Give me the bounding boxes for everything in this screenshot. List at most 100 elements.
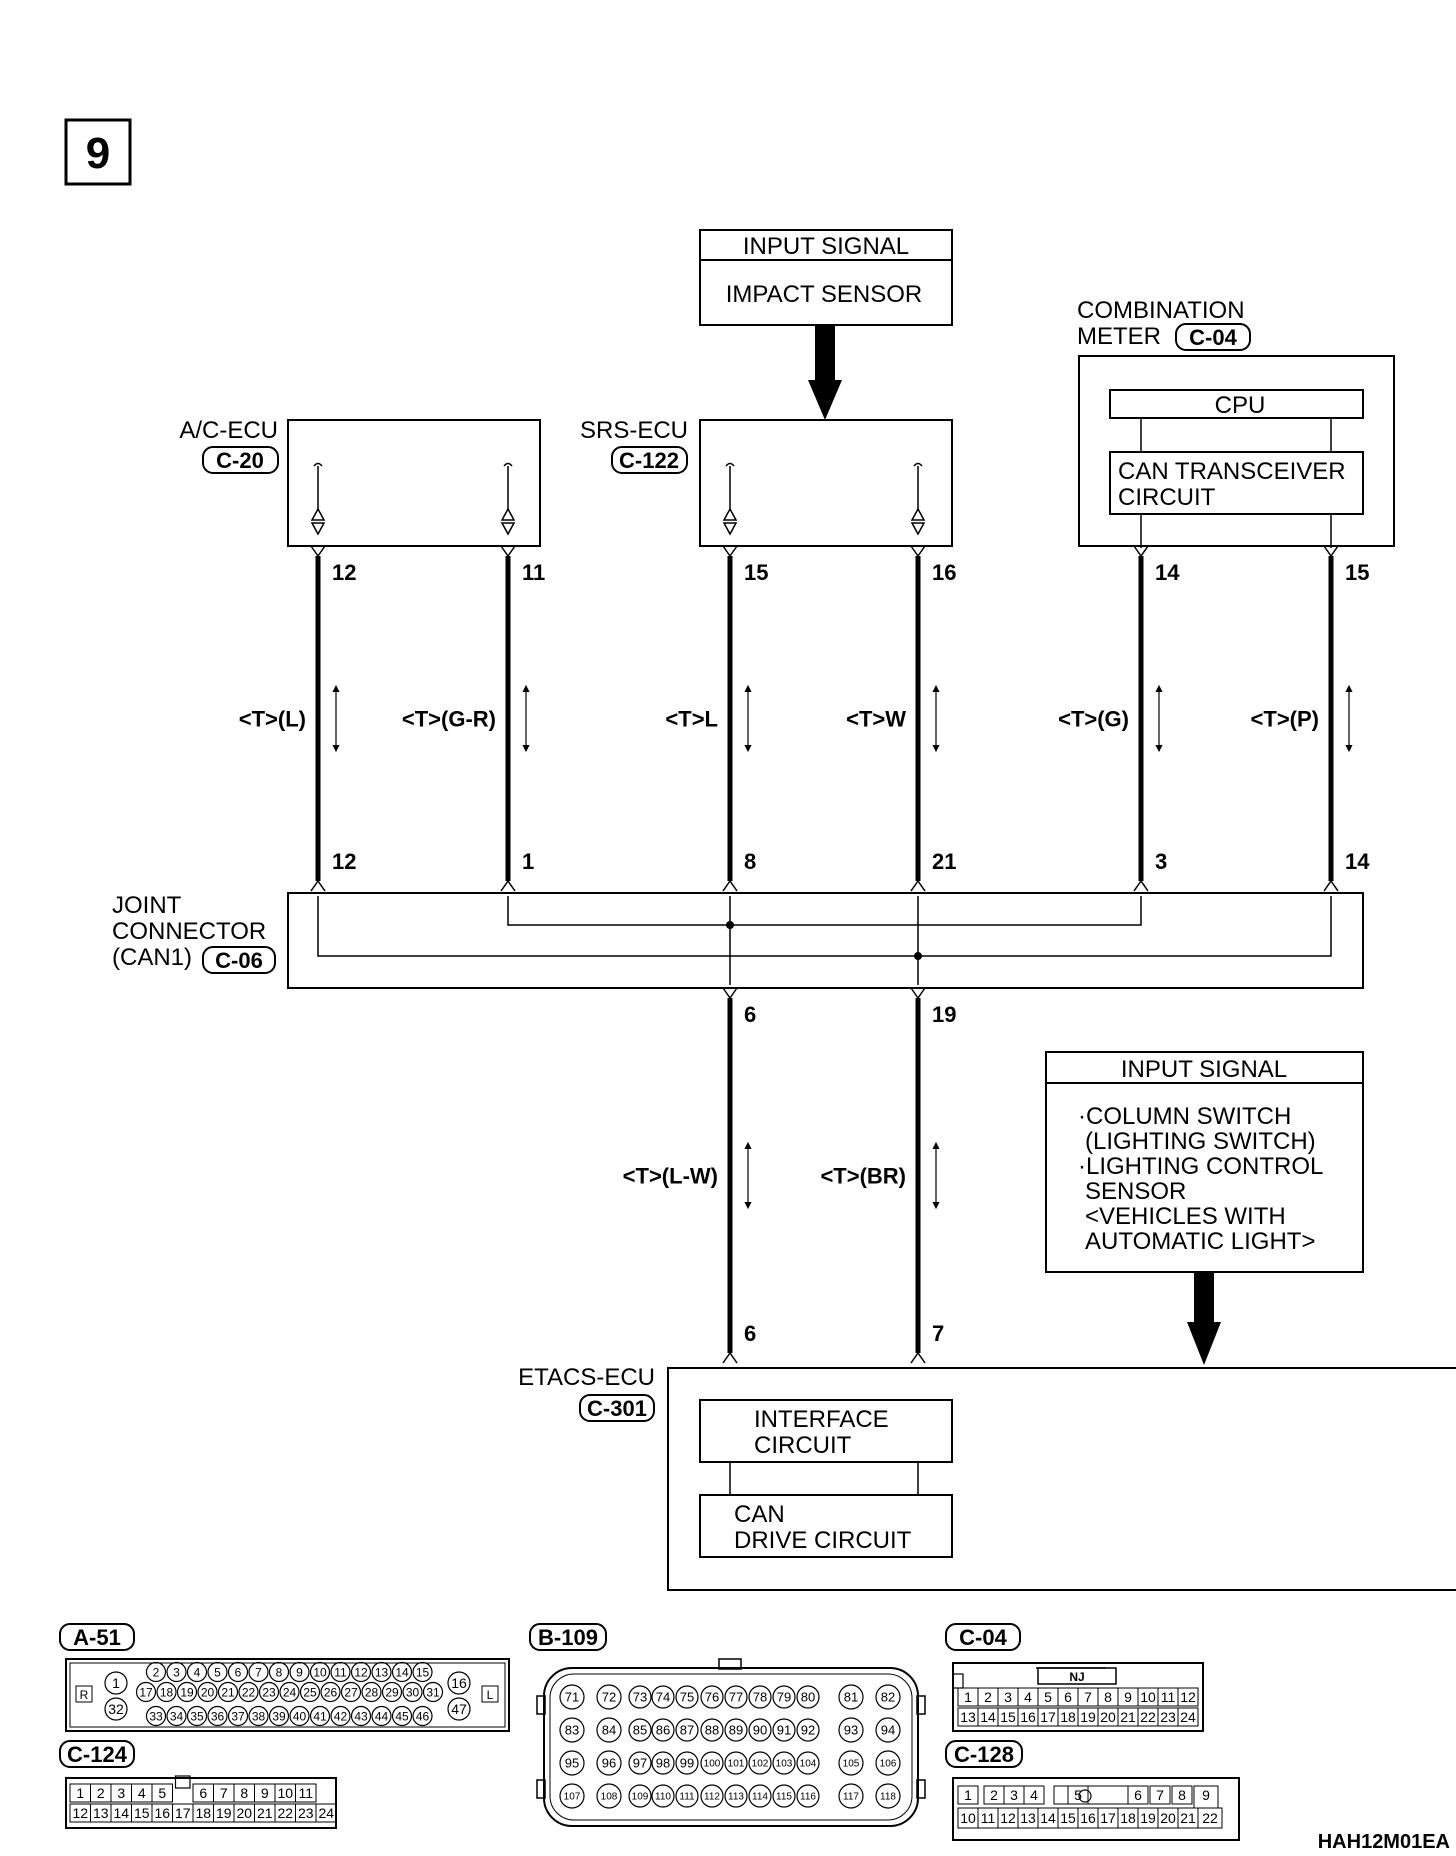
pin-label: 111	[679, 1792, 695, 1803]
pin-circle	[145, 1705, 167, 1727]
pin-circle	[838, 1783, 864, 1809]
pin-circle	[796, 1751, 820, 1775]
srs-ecu: SRS-ECU C-122	[580, 417, 953, 547]
pin-circle	[651, 1784, 675, 1808]
pin-label: 89	[729, 1723, 743, 1738]
wire-color-label: <T>(L)	[239, 707, 306, 732]
combination-meter-name-2: METER	[1077, 323, 1161, 350]
pin-label: 108	[601, 1792, 618, 1803]
pin-label: 6	[1134, 1787, 1142, 1803]
wire-color-label: <T>(G)	[1058, 707, 1129, 732]
srs-ecu-terminal-left	[722, 462, 738, 536]
pin-label: 7	[220, 1785, 228, 1801]
pin-label: 12	[72, 1805, 88, 1821]
pin-label: 4	[138, 1785, 146, 1801]
combination-meter-name-1: COMBINATION	[1077, 297, 1245, 324]
impact-signal-arrow	[808, 326, 842, 420]
can-drive-circuit-2: DRIVE CIRCUIT	[734, 1527, 912, 1554]
wire-bottom-terminal	[722, 1351, 738, 1364]
wire-bottom-terminal	[500, 879, 516, 892]
pin-label: 38	[252, 1709, 266, 1723]
pin-label: 22	[242, 1685, 256, 1699]
wire-color-label: <T>(P)	[1251, 707, 1319, 732]
pin-circle	[391, 1661, 413, 1683]
pin-circle	[207, 1705, 228, 1727]
pin-cell	[315, 1803, 337, 1823]
pin-label: 19	[180, 1685, 194, 1699]
pin-label: 46	[416, 1709, 430, 1723]
pin-circle	[412, 1661, 433, 1683]
pin-label: 14	[113, 1805, 129, 1821]
connector-c04-code: C-04	[959, 1625, 1007, 1650]
pin-label: 12	[1180, 1689, 1196, 1705]
pin-label: 81	[844, 1690, 858, 1705]
pin-label: 20	[236, 1805, 252, 1821]
upper-wires: 1212<T>(L)111<T>(G-R)158<T>L1621<T>W143<…	[239, 545, 1370, 892]
pin-label: 99	[680, 1756, 694, 1771]
wire-top-pin: 14	[1155, 560, 1180, 585]
pin-label: 15	[1000, 1709, 1016, 1725]
pin-label: 107	[564, 1792, 581, 1803]
pin-label: 22	[277, 1805, 293, 1821]
pin-circle	[796, 1685, 820, 1709]
pin-label: 78	[753, 1690, 767, 1705]
pin-label: 10	[313, 1665, 327, 1679]
pin-label: 15	[416, 1665, 430, 1679]
pin-label: 98	[656, 1756, 670, 1771]
pin-label: 7	[1084, 1689, 1092, 1705]
pin-label: 21	[1120, 1709, 1136, 1725]
pin-circle	[299, 1681, 321, 1703]
pin-circle	[156, 1681, 177, 1703]
pin-label: 11	[981, 1810, 996, 1826]
pin-label: 20	[1100, 1709, 1116, 1725]
wire-top-pin: 19	[932, 1002, 956, 1027]
pin-circle	[628, 1718, 652, 1742]
pin-label: 16	[451, 1675, 467, 1691]
pin-label: 100	[704, 1759, 721, 1770]
pin-label: 31	[426, 1685, 440, 1699]
pin-label: 22	[1140, 1709, 1156, 1725]
pin-circle	[559, 1684, 585, 1710]
pin-label: 44	[375, 1709, 389, 1723]
pin-circle	[258, 1681, 280, 1703]
pin-label: 5	[214, 1665, 221, 1679]
pin-circle	[596, 1750, 622, 1776]
pin-label: 19	[216, 1805, 232, 1821]
pin-circle	[675, 1784, 699, 1808]
pin-label: 21	[221, 1685, 235, 1699]
ac-ecu: A/C-ECU C-20	[179, 417, 541, 547]
pin-label: 12	[354, 1665, 368, 1679]
pin-label: 1	[112, 1675, 120, 1691]
pin-label: 20	[1160, 1810, 1176, 1826]
pin-label: 14	[1040, 1810, 1056, 1826]
wire-bottom-terminal	[910, 879, 926, 892]
pin-cell	[295, 1783, 317, 1803]
input-line-4: SENSOR	[1085, 1178, 1186, 1205]
input-line-3: ·LIGHTING CONTROL	[1078, 1153, 1323, 1180]
wire-bottom-terminal	[1133, 879, 1149, 892]
wire: 197<T>(BR)	[820, 987, 956, 1364]
input-signal-right-title: INPUT SIGNAL	[1121, 1056, 1287, 1083]
pin-label: 5	[158, 1785, 166, 1801]
pin-label: 21	[257, 1805, 273, 1821]
pin-circle	[772, 1685, 796, 1709]
pin-circle	[248, 1661, 269, 1683]
pin-label: 34	[170, 1709, 184, 1723]
pin-circle	[361, 1681, 382, 1703]
wire: 158<T>L	[665, 545, 768, 892]
pin-circle	[700, 1751, 724, 1775]
pin-label: 96	[602, 1756, 616, 1771]
pin-label: 10	[1140, 1689, 1156, 1705]
pin-circle	[186, 1661, 208, 1683]
wire-bottom-pin: 6	[744, 1321, 756, 1346]
pin-circle	[748, 1751, 772, 1775]
input-line-6: AUTOMATIC LIGHT>	[1085, 1228, 1315, 1255]
pin-label: 8	[1178, 1787, 1186, 1803]
pin-circle	[371, 1705, 392, 1727]
pin-circle	[166, 1705, 187, 1727]
pin-circle	[371, 1661, 392, 1683]
